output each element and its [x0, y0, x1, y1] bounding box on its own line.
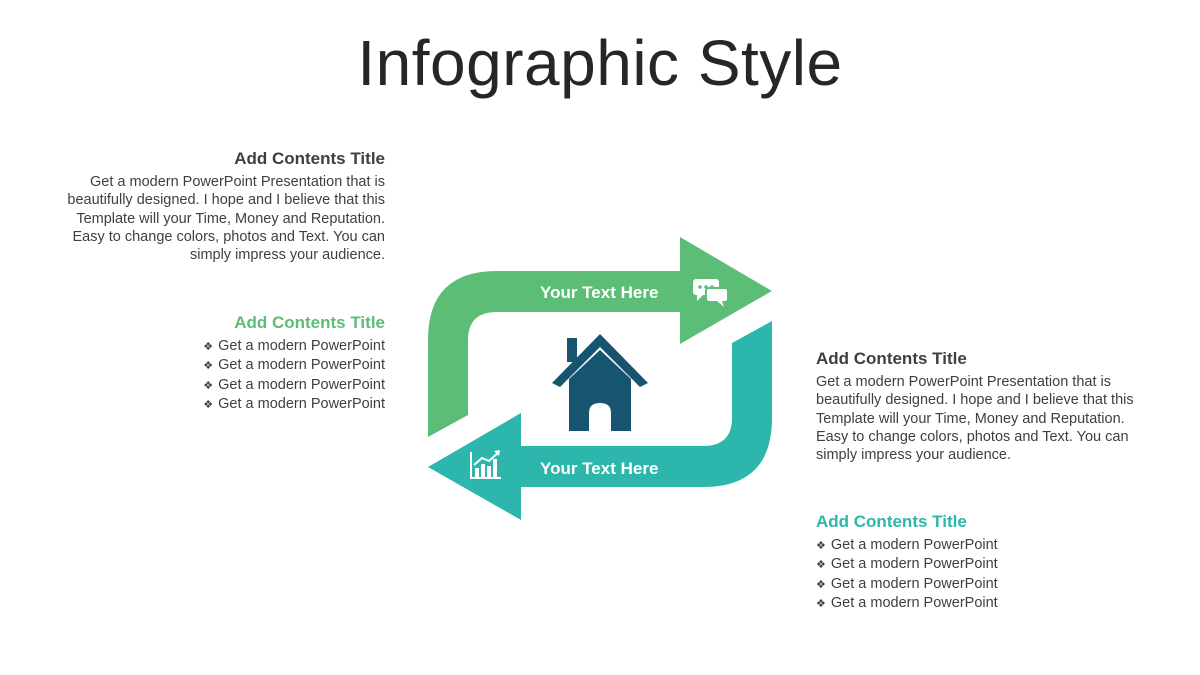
bottom-arrow-label: Your Text Here [540, 459, 658, 478]
left-bottom-block: Add Contents Title Get a modern PowerPoi… [60, 313, 385, 414]
teal-arrow [428, 321, 772, 520]
green-arrow [428, 237, 772, 437]
right-top-body: Get a modern PowerPoint Presentation tha… [816, 374, 1134, 464]
right-top-block: Add Contents Title Get a modern PowerPoi… [816, 349, 1146, 464]
bullet-item: Get a modern PowerPoint [60, 356, 385, 375]
chat-bubbles-icon [693, 279, 729, 307]
top-arrow-label: Your Text Here [540, 283, 658, 302]
right-top-title: Add Contents Title [816, 349, 967, 368]
left-bottom-bullets: Get a modern PowerPoint Get a modern Pow… [60, 337, 385, 414]
bullet-item: Get a modern PowerPoint [816, 555, 1146, 574]
bullet-item: Get a modern PowerPoint [60, 376, 385, 395]
bullet-item: Get a modern PowerPoint [60, 337, 385, 356]
left-top-body: Get a modern PowerPoint Presentation tha… [67, 174, 385, 264]
bullet-item: Get a modern PowerPoint [816, 594, 1146, 613]
slide-title: Infographic Style [357, 27, 843, 99]
house-icon [552, 334, 648, 431]
bullet-item: Get a modern PowerPoint [816, 575, 1146, 594]
right-bottom-bullets: Get a modern PowerPoint Get a modern Pow… [816, 536, 1146, 613]
right-bottom-title: Add Contents Title [816, 512, 967, 531]
growth-chart-icon [470, 450, 501, 479]
bullet-item: Get a modern PowerPoint [816, 536, 1146, 555]
right-bottom-block: Add Contents Title Get a modern PowerPoi… [816, 512, 1146, 613]
left-bottom-title: Add Contents Title [234, 313, 385, 332]
bullet-item: Get a modern PowerPoint [60, 395, 385, 414]
left-top-title: Add Contents Title [234, 149, 385, 168]
left-top-block: Add Contents Title Get a modern PowerPoi… [60, 149, 385, 264]
